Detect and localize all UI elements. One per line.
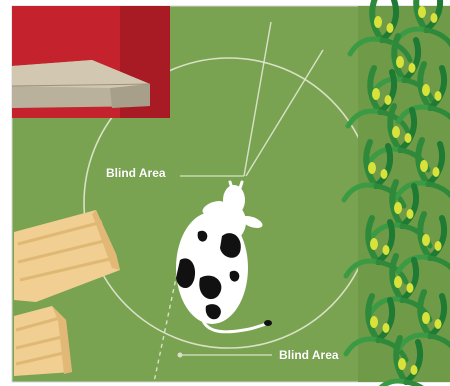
blind-area-label-top: Blind Area [106,166,166,180]
blind-area-label-bottom: Blind Area [279,348,339,362]
barn-icon [12,6,170,118]
corn-field-icon [344,0,450,386]
